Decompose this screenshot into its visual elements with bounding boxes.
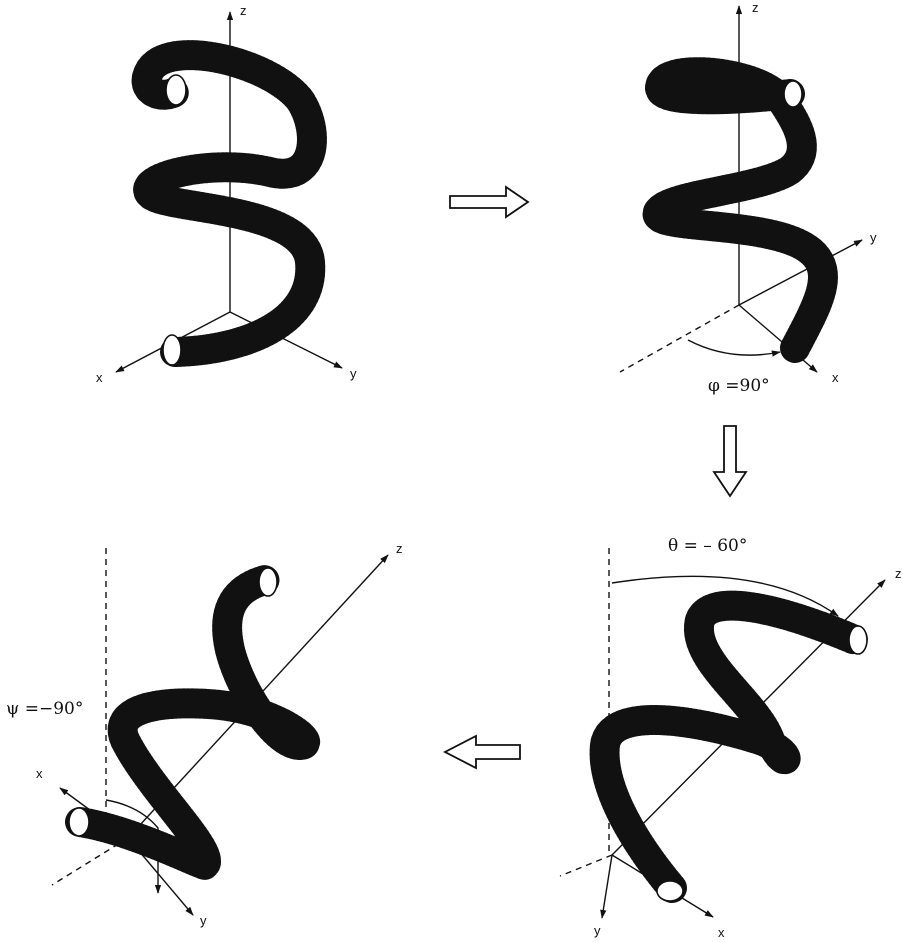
flow-arrow-left (445, 736, 520, 768)
helix-start-cap (69, 808, 89, 836)
dashed-reference-line (620, 305, 739, 372)
z-axis-label: z (396, 541, 403, 556)
helix-end-cap (784, 81, 802, 107)
x-axis-label: x (96, 370, 103, 385)
theta-angle-label: θ = – 60° (668, 536, 747, 556)
helix-end-cap (166, 75, 186, 105)
x-axis-label: x (36, 766, 43, 781)
y-axis-label: y (870, 230, 877, 245)
dashed-extension-line (560, 855, 612, 876)
y-axis-label: y (200, 913, 207, 928)
phi-angle-label: φ =90° (708, 376, 770, 396)
psi-angle-label: ψ =−90° (6, 699, 83, 719)
y-axis-label: y (594, 923, 601, 938)
panel-initial-orientation: z x y (96, 3, 357, 385)
panel-phi-rotation: z y x φ =90° (620, 0, 877, 396)
z-axis-label: z (240, 3, 247, 18)
helix-start-cap (657, 881, 683, 901)
helix-start-cap (163, 335, 181, 365)
z-axis-label: z (895, 566, 902, 581)
helix-end-cap (259, 568, 277, 596)
panel-theta-rotation: z y x θ = – 60° (560, 536, 902, 940)
phi-angle-arc (688, 340, 780, 355)
x-axis-label: x (832, 370, 839, 385)
helix-end-cap (849, 626, 867, 654)
panel-psi-rotation: z x y ψ =−90° (6, 541, 403, 928)
y-axis (602, 855, 612, 918)
flow-arrow-down (714, 426, 746, 496)
helix-coil (80, 580, 305, 865)
x-axis-label: x (718, 925, 725, 940)
y-axis-label: y (350, 366, 357, 381)
flow-arrow-right (450, 187, 528, 217)
z-axis-label: z (752, 0, 759, 15)
